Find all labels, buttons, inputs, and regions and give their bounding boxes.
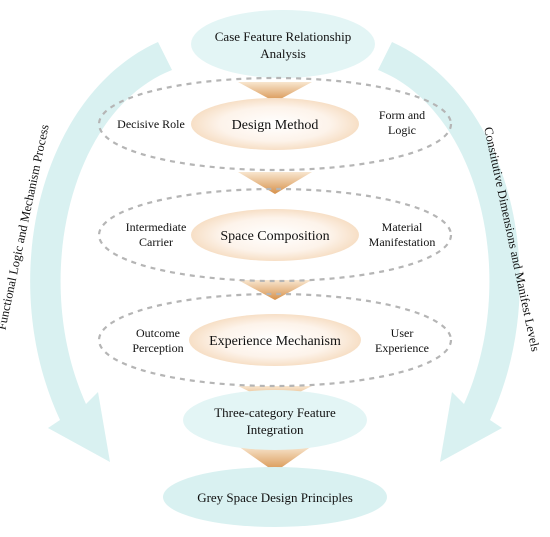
- stage-left-label-line2: Perception: [132, 341, 183, 355]
- funnel-triangle-3: [238, 280, 312, 300]
- stage-left-label: Decisive Role: [117, 117, 185, 131]
- stage-space-composition: Space Composition Intermediate Carrier M…: [97, 187, 453, 283]
- stage-right-label-line1: Material: [382, 220, 423, 234]
- funnel-triangle-5: [238, 446, 312, 472]
- funnel-triangle-1: [238, 82, 312, 102]
- integration-node-line2: Integration: [246, 422, 304, 437]
- bottom-node-label: Grey Space Design Principles: [197, 490, 353, 505]
- stage-right-label-line1: User: [391, 326, 414, 340]
- bottom-node: Grey Space Design Principles: [163, 467, 387, 527]
- stage-left-label-line1: Intermediate: [126, 220, 187, 234]
- stage-experience-mechanism: Experience Mechanism Outcome Perception …: [97, 292, 453, 388]
- stage-title-experience-mechanism: Experience Mechanism: [209, 334, 341, 349]
- top-node-line2: Analysis: [260, 46, 306, 61]
- top-node-line1: Case Feature Relationship: [215, 29, 351, 44]
- stage-title-design-method: Design Method: [232, 118, 319, 133]
- integration-node-line1: Three-category Feature: [214, 405, 336, 420]
- stage-right-label-line1: Form and: [379, 108, 425, 122]
- stage-left-label-line1: Outcome: [136, 326, 180, 340]
- stage-title-space-composition: Space Composition: [220, 229, 329, 244]
- integration-node: Three-category Feature Integration: [183, 390, 367, 450]
- top-node: Case Feature Relationship Analysis: [191, 10, 375, 78]
- right-arc-arrow: [378, 42, 520, 462]
- stage-right-label-line2: Experience: [375, 341, 429, 355]
- stage-left-label-line2: Carrier: [139, 235, 173, 249]
- stage-design-method: Design Method Decisive Role Form and Log…: [97, 76, 453, 172]
- stage-right-label-line2: Logic: [388, 123, 416, 137]
- funnel-triangle-2: [238, 172, 312, 194]
- left-arc-arrow: [30, 42, 172, 462]
- stage-right-label-line2: Manifestation: [369, 235, 436, 249]
